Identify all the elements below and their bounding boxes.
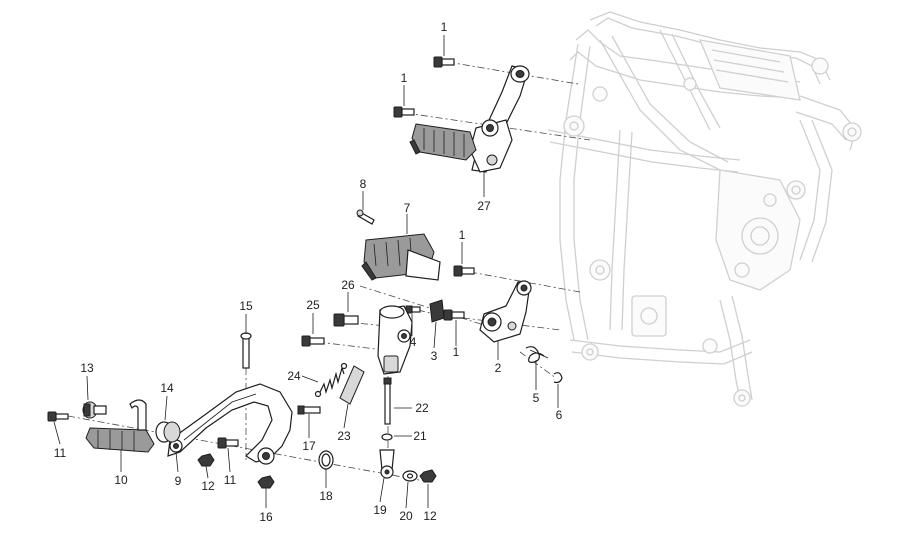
rider-footpeg-bracket bbox=[479, 280, 532, 343]
nut-12-right bbox=[419, 469, 437, 483]
bolt-17 bbox=[297, 405, 321, 415]
bolt-1-fourth bbox=[443, 309, 465, 321]
rear-footpeg-bracket bbox=[469, 65, 530, 173]
nut-12-left bbox=[197, 453, 215, 467]
nut-21 bbox=[381, 433, 393, 441]
bolt-1-third bbox=[453, 265, 475, 277]
callout-1-second: 1 bbox=[401, 71, 408, 85]
callout-26: 26 bbox=[341, 278, 355, 292]
callout-13: 13 bbox=[80, 361, 94, 375]
callout-19: 19 bbox=[373, 503, 387, 517]
brake-pedal bbox=[167, 383, 293, 465]
push-rod-22 bbox=[383, 377, 392, 425]
pad-3 bbox=[429, 299, 445, 323]
callout-22: 22 bbox=[415, 401, 429, 415]
callout-6: 6 bbox=[556, 408, 563, 422]
bolt-1-second bbox=[393, 106, 415, 118]
callout-25: 25 bbox=[306, 298, 320, 312]
callout-12-left: 12 bbox=[201, 479, 215, 493]
callout-27: 27 bbox=[477, 199, 491, 213]
callout-18: 18 bbox=[319, 489, 333, 503]
callout-15: 15 bbox=[239, 299, 253, 313]
bolt-13 bbox=[82, 401, 107, 419]
callout-14: 14 bbox=[160, 381, 174, 395]
callout-16: 16 bbox=[259, 510, 273, 524]
callout-1-top: 1 bbox=[441, 20, 448, 34]
dust-boot-23 bbox=[339, 365, 365, 405]
callout-1-third: 1 bbox=[459, 228, 466, 242]
clip-6 bbox=[553, 372, 563, 384]
master-cylinder bbox=[377, 305, 413, 375]
motorcycle-frame bbox=[547, 11, 862, 407]
spring-24 bbox=[314, 362, 348, 398]
o-ring-18 bbox=[318, 450, 334, 470]
bolt-25 bbox=[301, 335, 325, 347]
callout-1-fourth: 1 bbox=[453, 345, 460, 359]
callout-23: 23 bbox=[337, 429, 351, 443]
pin-15 bbox=[240, 332, 252, 369]
rider-footpeg bbox=[361, 233, 441, 281]
pedal-tip bbox=[85, 399, 155, 453]
bolt-1-top bbox=[433, 56, 455, 68]
callout-2: 2 bbox=[495, 361, 502, 375]
bolt-26 bbox=[333, 313, 359, 327]
callout-7: 7 bbox=[404, 201, 411, 215]
clevis-19 bbox=[379, 449, 395, 479]
washer-20 bbox=[402, 470, 418, 482]
callout-9: 9 bbox=[175, 474, 182, 488]
small-bolt-4 bbox=[405, 305, 421, 314]
callout-labels: 1 1 1 1 2 3 4 5 6 7 8 9 10 11 11 12 12 1… bbox=[54, 20, 563, 524]
callout-4: 4 bbox=[410, 335, 417, 349]
callout-10: 10 bbox=[114, 473, 128, 487]
callout-leaders bbox=[53, 35, 559, 509]
spring-5 bbox=[525, 346, 549, 363]
nut-16 bbox=[257, 475, 275, 489]
callout-8: 8 bbox=[360, 177, 367, 191]
footpeg-pin bbox=[356, 209, 375, 225]
callout-11-left: 11 bbox=[54, 446, 67, 460]
callout-11-middle: 11 bbox=[224, 473, 237, 487]
callout-21: 21 bbox=[413, 429, 427, 443]
callout-20: 20 bbox=[399, 509, 413, 523]
callout-24: 24 bbox=[287, 369, 301, 383]
bolt-11-middle bbox=[217, 437, 239, 449]
callout-12-right: 12 bbox=[423, 509, 437, 523]
callout-3: 3 bbox=[431, 349, 438, 363]
bushing-14 bbox=[155, 421, 181, 443]
callout-5: 5 bbox=[533, 391, 540, 405]
callout-17: 17 bbox=[302, 439, 316, 453]
bolt-11-left bbox=[47, 411, 69, 422]
rear-footpeg bbox=[409, 123, 477, 161]
